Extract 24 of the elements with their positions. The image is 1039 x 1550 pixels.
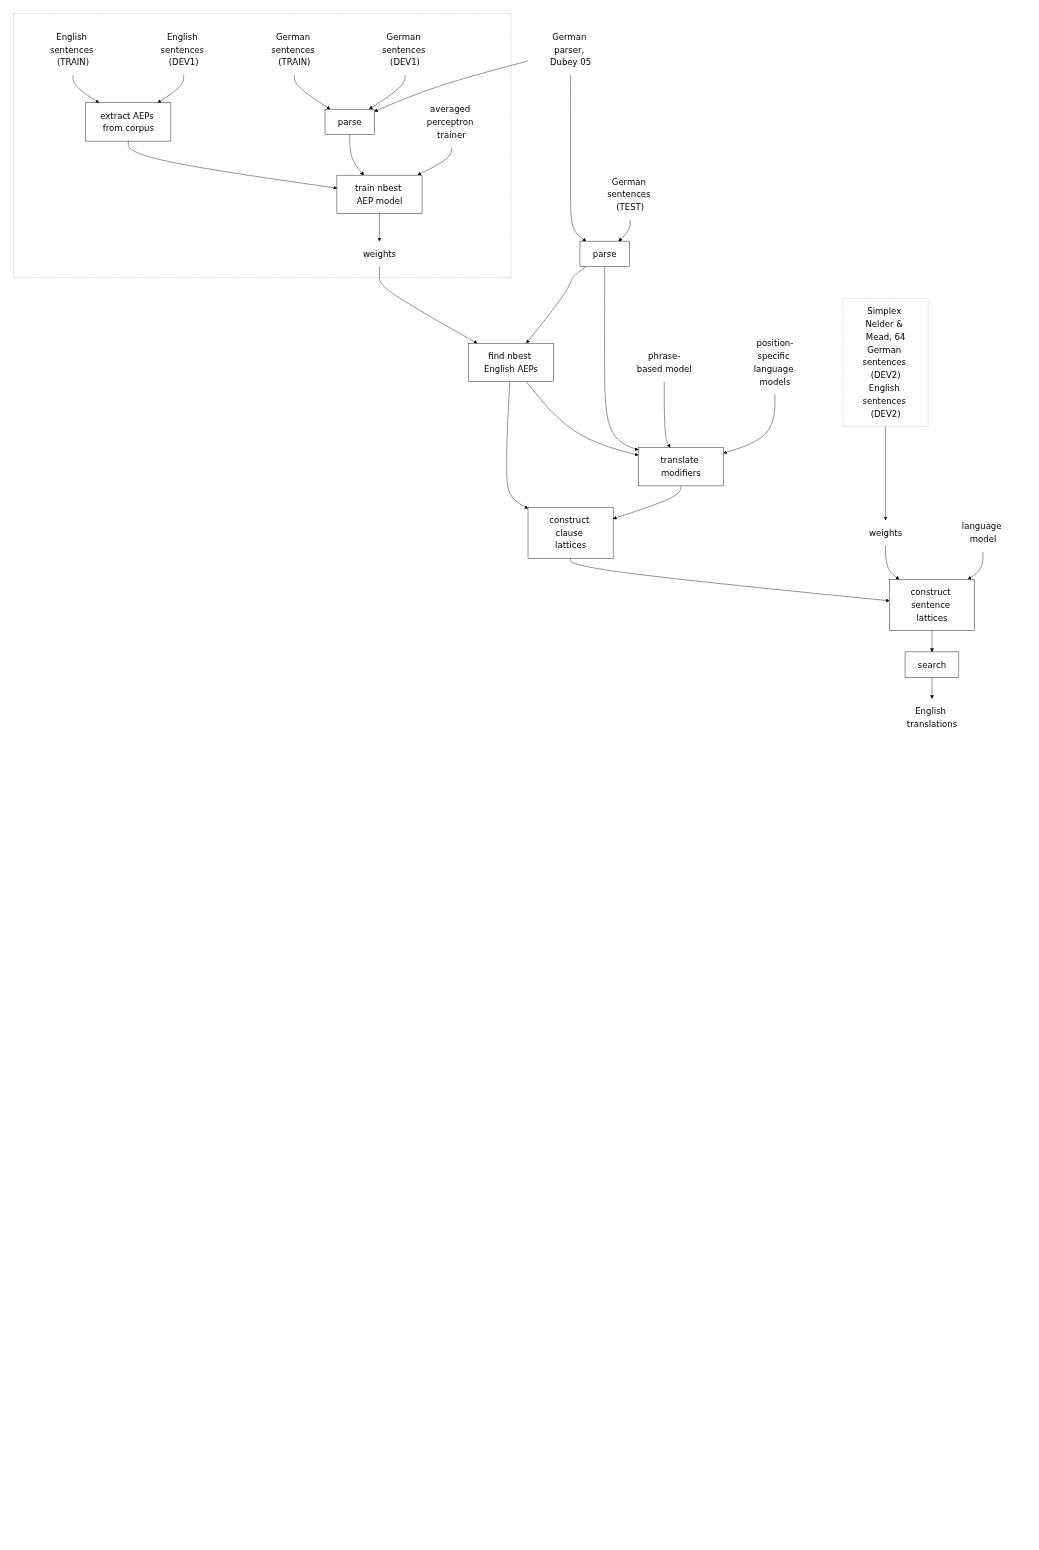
node-text: German sentences (DEV1)	[381, 31, 426, 68]
node-box: extract AEPs from corpus	[85, 102, 172, 142]
cluster	[13, 13, 512, 278]
node-text: English translations	[906, 706, 958, 730]
node-box: search	[904, 651, 960, 678]
node-text: German sentences (TRAIN)	[271, 31, 315, 68]
node-box: construct sentence lattices	[889, 579, 975, 631]
node-box: Simplex Nelder & Mead, 64 German sentences (DEV2) English sentences (DEV2)	[842, 298, 929, 427]
node-text: German parser, Dubey 05	[550, 31, 592, 68]
node-text: weights	[362, 248, 397, 260]
node-box: parse	[579, 240, 630, 267]
node-text: English sentences (DEV1)	[160, 31, 205, 68]
node-text: phrase-based model	[636, 350, 692, 374]
node-text: position-specific language models	[753, 338, 794, 387]
node-box: find nbest English AEPs	[468, 343, 554, 382]
node-text: language model	[961, 521, 1002, 545]
node-box: train nbest AEP model	[336, 174, 423, 214]
node-text: English sentences (TRAIN)	[49, 31, 94, 68]
node-text: German sentences (TEST)	[607, 176, 651, 213]
node-box: parse	[324, 108, 375, 135]
node-box: construct clause lattices	[527, 506, 614, 559]
node-box: translate modifiers	[638, 447, 724, 487]
node-text: averaged perceptron trainer	[426, 104, 474, 140]
node-text: weights	[869, 527, 903, 538]
